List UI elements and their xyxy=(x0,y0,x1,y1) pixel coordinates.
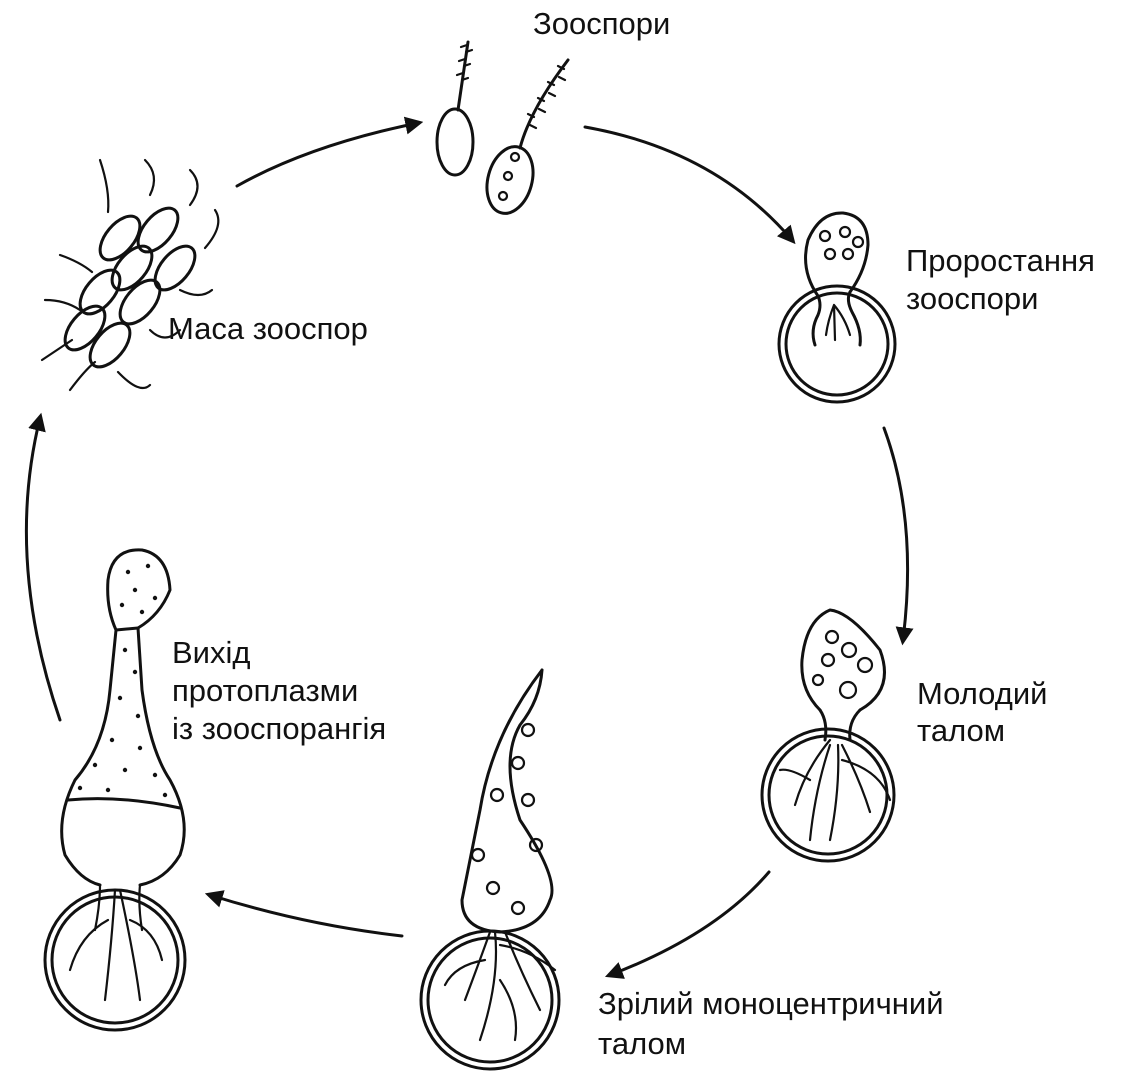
label-zoospore-mass: Маса зооспор xyxy=(168,310,368,348)
arrow-germination-to-young xyxy=(884,428,908,640)
cycle-arrows xyxy=(26,123,907,975)
arrow-young-to-mature xyxy=(610,872,769,975)
label-protoplasm-release-line3: із зооспорангія xyxy=(172,710,386,748)
label-protoplasm-release-line1: Вихід xyxy=(172,634,250,672)
label-protoplasm-release-line2: протоплазми xyxy=(172,672,358,710)
label-young-thallus-line2: талом xyxy=(917,712,1005,750)
zoospores-illustration xyxy=(437,42,568,219)
arrow-release-to-mass xyxy=(26,418,60,720)
label-germination-line2: зооспори xyxy=(906,280,1038,318)
arrow-mature-to-release xyxy=(210,895,402,936)
arrow-zoospores-to-germination xyxy=(585,127,792,240)
germination-illustration xyxy=(779,213,895,402)
label-young-thallus-line1: Молодий xyxy=(917,675,1047,713)
protoplasm-dots xyxy=(78,564,167,797)
young-thallus-illustration xyxy=(762,610,894,861)
zoospore-mass-illustration xyxy=(42,160,218,390)
label-mature-thallus-line2: талом xyxy=(598,1025,686,1063)
label-zoospores: Зооспори xyxy=(533,5,670,43)
arrow-mass-to-zoospores xyxy=(237,123,418,186)
mature-thallus-illustration xyxy=(421,670,559,1069)
protoplasm-release-illustration xyxy=(45,550,185,1030)
label-germination-line1: Проростання xyxy=(906,242,1095,280)
label-mature-thallus-line1: Зрілий моноцентричний xyxy=(598,985,944,1023)
